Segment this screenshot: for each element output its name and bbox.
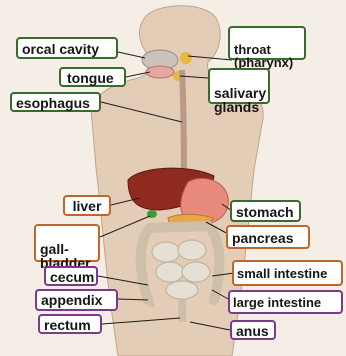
label-esophagus: esophagus xyxy=(10,92,101,112)
liver-text: liver xyxy=(69,199,105,213)
pancreas-text: pancreas xyxy=(232,231,304,245)
label-anus: anus xyxy=(230,320,276,340)
cecum-text: cecum xyxy=(50,270,92,284)
label-tongue: tongue xyxy=(59,67,126,87)
label-cecum: cecum xyxy=(44,266,98,286)
anus-text: anus xyxy=(236,324,270,338)
appendix-text: appendix xyxy=(41,293,112,307)
large-intestine-text: large intestine xyxy=(233,296,338,309)
salivary-gland-shape xyxy=(180,52,192,64)
throat-text: throat (pharynx) xyxy=(234,43,300,69)
tongue-shape xyxy=(146,66,174,78)
rectum-text: rectum xyxy=(44,318,96,332)
salivary-glands-text: salivary glands xyxy=(214,86,264,114)
stomach-text: stomach xyxy=(236,205,295,219)
label-rectum: rectum xyxy=(38,314,102,334)
tongue-text: tongue xyxy=(67,71,118,85)
oral-cavity-text: orcal cavity xyxy=(22,42,112,56)
label-pancreas: pancreas xyxy=(226,225,310,249)
label-small-intestine: small intestine xyxy=(232,260,343,286)
label-stomach: stomach xyxy=(230,200,301,222)
label-appendix: appendix xyxy=(35,289,118,311)
label-oral-cavity: orcal cavity xyxy=(16,37,118,59)
label-throat: throat (pharynx) xyxy=(228,26,306,60)
label-salivary-glands: salivary glands xyxy=(208,68,270,104)
label-gallbladder: gall- bladder xyxy=(34,224,100,262)
label-large-intestine: large intestine xyxy=(228,290,343,314)
esophagus-text: esophagus xyxy=(16,96,95,110)
label-liver: liver xyxy=(63,195,111,216)
small-intestine-text: small intestine xyxy=(237,267,338,280)
